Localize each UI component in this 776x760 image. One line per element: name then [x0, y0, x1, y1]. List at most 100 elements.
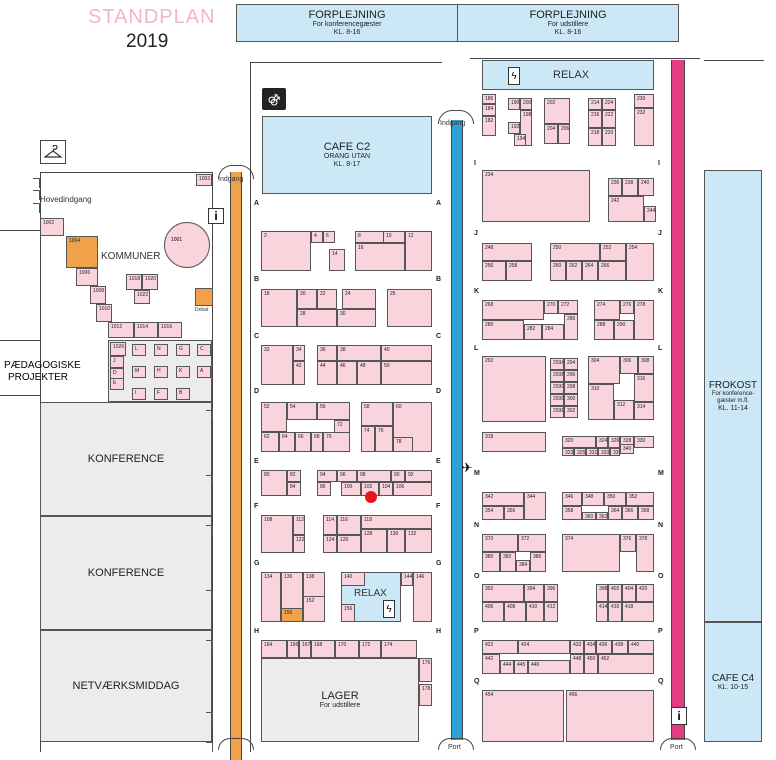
- booth-64[interactable]: 64: [279, 432, 295, 452]
- booth-190[interactable]: 190: [508, 98, 520, 110]
- booth-222[interactable]: 222: [602, 110, 616, 128]
- booth-384[interactable]: 384: [516, 560, 530, 572]
- booth-90[interactable]: 90: [391, 470, 405, 482]
- booth-296[interactable]: 296: [564, 370, 578, 382]
- booth-254[interactable]: 254: [626, 243, 654, 281]
- booth-406[interactable]: 406: [482, 602, 504, 622]
- booth-14[interactable]: 14: [329, 249, 345, 271]
- booth-418[interactable]: 418: [622, 602, 654, 622]
- booth-346[interactable]: 346: [562, 492, 582, 506]
- booth-316[interactable]: 316: [634, 374, 654, 402]
- booth-358[interactable]: 358: [562, 506, 582, 520]
- booth-26[interactable]: 26: [387, 289, 432, 327]
- booth-242[interactable]: 242: [608, 196, 644, 222]
- booth-272[interactable]: 272: [558, 300, 578, 314]
- booth-pp-N[interactable]: N: [154, 344, 168, 356]
- booth-1022[interactable]: 1022: [134, 290, 150, 304]
- booth-238[interactable]: 238: [622, 178, 638, 196]
- booth-46[interactable]: 46: [337, 361, 357, 385]
- booth-164[interactable]: 164: [261, 640, 287, 658]
- booth-314[interactable]: 314: [634, 402, 654, 420]
- booth-392[interactable]: 392: [482, 584, 524, 602]
- booth-146[interactable]: 146: [413, 572, 432, 622]
- booth-293a[interactable]: 293A: [550, 358, 564, 370]
- booth-200[interactable]: 200: [520, 98, 532, 110]
- booth-378[interactable]: 378: [636, 534, 654, 572]
- booth-310[interactable]: 310: [588, 384, 614, 420]
- booth-62[interactable]: 62: [261, 432, 279, 452]
- booth-354[interactable]: 354: [482, 506, 504, 520]
- booth-330[interactable]: 330: [634, 436, 654, 448]
- booth-134[interactable]: 134: [261, 572, 281, 622]
- booth-352[interactable]: 352: [626, 492, 654, 506]
- booth-56[interactable]: 56: [317, 402, 350, 420]
- booth-262[interactable]: 262: [566, 261, 582, 281]
- booth-436[interactable]: 436: [596, 640, 612, 654]
- booth-304[interactable]: 304: [588, 356, 620, 384]
- booth-104[interactable]: 104: [379, 482, 393, 496]
- booth-335[interactable]: 335: [610, 448, 620, 456]
- booth-331[interactable]: 331: [586, 448, 598, 456]
- booth-150[interactable]: 150: [281, 608, 303, 622]
- booth-1016[interactable]: 1016: [158, 322, 182, 338]
- booth-398[interactable]: 398: [596, 584, 608, 602]
- booth-140[interactable]: 140: [341, 572, 365, 586]
- booth-323[interactable]: 323: [562, 448, 574, 456]
- booth-362[interactable]: 362: [596, 512, 608, 520]
- booth-16[interactable]: 16: [355, 243, 405, 271]
- booth-184[interactable]: 184: [482, 104, 496, 116]
- booth-293d[interactable]: 293D: [550, 394, 564, 406]
- booth-78[interactable]: 78: [393, 437, 413, 452]
- booth-48[interactable]: 48: [357, 361, 381, 385]
- booth-248[interactable]: 248: [482, 243, 532, 261]
- booth-232[interactable]: 232: [634, 108, 654, 146]
- booth-318[interactable]: 318: [482, 432, 546, 452]
- booth-128[interactable]: 128: [361, 529, 387, 553]
- booth-1026[interactable]: 1026: [110, 342, 126, 356]
- booth-pp-E[interactable]: E: [110, 378, 124, 390]
- booth-348[interactable]: 348: [582, 492, 604, 506]
- booth-204[interactable]: 204: [544, 124, 558, 144]
- booth-270[interactable]: 270: [544, 300, 558, 314]
- booth-324[interactable]: 324: [596, 436, 608, 448]
- booth-84[interactable]: 84: [287, 482, 301, 496]
- booth-364[interactable]: 364: [608, 506, 622, 520]
- booth-pp-B[interactable]: B: [176, 388, 190, 400]
- booth-4[interactable]: 4: [311, 231, 323, 243]
- booth-166[interactable]: 166: [287, 640, 299, 658]
- booth-290[interactable]: 290: [614, 320, 634, 340]
- booth-44[interactable]: 44: [317, 361, 337, 385]
- booth-438[interactable]: 438: [612, 640, 628, 654]
- booth-278[interactable]: 278: [634, 300, 654, 340]
- booth-167[interactable]: 167: [299, 640, 311, 658]
- booth-293b[interactable]: 293B: [550, 370, 564, 382]
- booth-76[interactable]: 76: [375, 426, 393, 452]
- booth-320[interactable]: 320: [562, 436, 596, 448]
- booth-192[interactable]: 192: [508, 122, 520, 134]
- booth-372[interactable]: 372: [518, 534, 546, 552]
- booth-30[interactable]: 30: [337, 309, 376, 327]
- booth-12[interactable]: 12: [405, 231, 432, 271]
- booth-360[interactable]: 360: [582, 512, 596, 520]
- booth-300[interactable]: 300: [564, 394, 578, 406]
- booth-414[interactable]: 414: [596, 602, 608, 622]
- booth-440[interactable]: 440: [628, 640, 654, 654]
- booth-456[interactable]: 456: [566, 690, 654, 742]
- booth-216[interactable]: 216: [588, 110, 602, 128]
- booth-382[interactable]: 382: [500, 552, 516, 572]
- booth-176[interactable]: 176: [419, 658, 432, 682]
- booth-58[interactable]: 58: [361, 402, 393, 426]
- booth-344[interactable]: 344: [524, 492, 546, 520]
- booth-168[interactable]: 168: [311, 640, 335, 658]
- booth-1010[interactable]: 1010: [96, 304, 112, 322]
- booth-260[interactable]: 260: [550, 261, 566, 281]
- booth-118[interactable]: 118: [361, 515, 432, 529]
- booth-432[interactable]: 432: [570, 640, 584, 654]
- booth-98[interactable]: 98: [357, 470, 391, 482]
- booth-286[interactable]: 286: [564, 314, 578, 340]
- booth-1003[interactable]: 1003: [196, 174, 212, 186]
- booth-32[interactable]: 32: [261, 345, 293, 385]
- booth-302[interactable]: 302: [564, 406, 578, 418]
- booth-86[interactable]: 86: [317, 482, 331, 496]
- booth-280[interactable]: 280: [482, 320, 524, 340]
